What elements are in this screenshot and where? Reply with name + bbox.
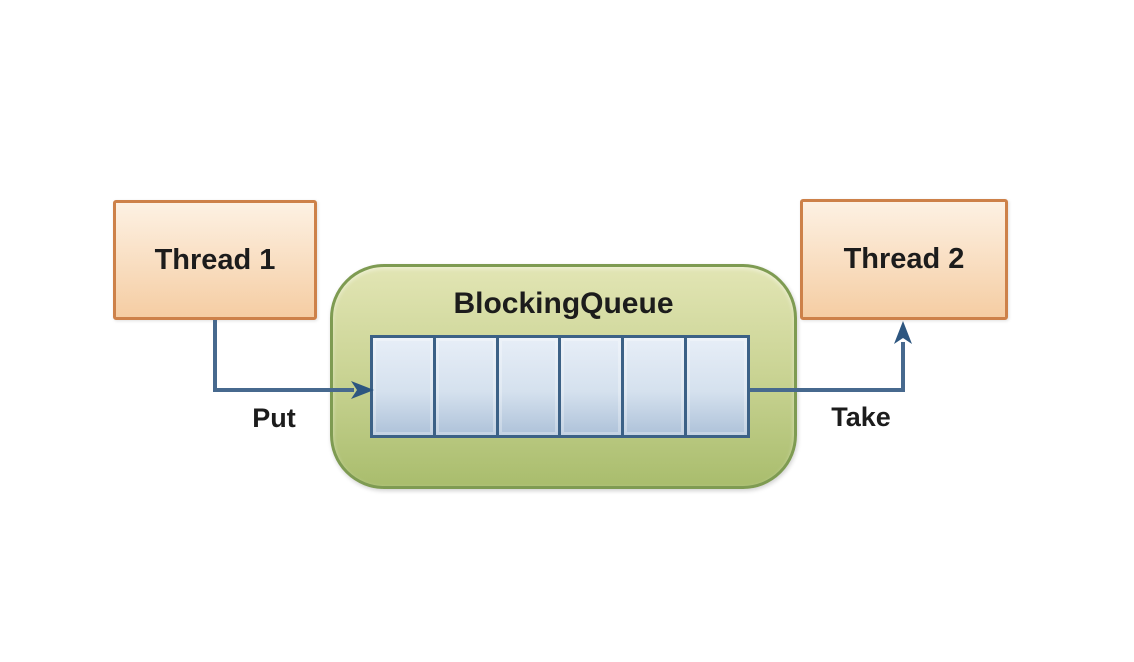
queue-cell (687, 338, 747, 435)
blocking-queue-box: BlockingQueue (330, 264, 797, 489)
blocking-queue-title: BlockingQueue (453, 287, 674, 320)
queue-cell (624, 338, 688, 435)
thread1-label: Thread 1 (154, 243, 276, 276)
queue-cell (561, 338, 625, 435)
thread1-box: Thread 1 (113, 200, 317, 320)
take-arrowhead-icon (894, 321, 912, 344)
queue-cell (373, 338, 436, 435)
thread2-label: Thread 2 (843, 243, 965, 275)
take-label: Take (831, 402, 891, 432)
queue-cells (370, 335, 750, 438)
queue-cell (498, 338, 562, 435)
thread2-box: Thread 2 (800, 199, 1008, 320)
queue-cell (435, 338, 499, 435)
put-label: Put (252, 403, 296, 433)
